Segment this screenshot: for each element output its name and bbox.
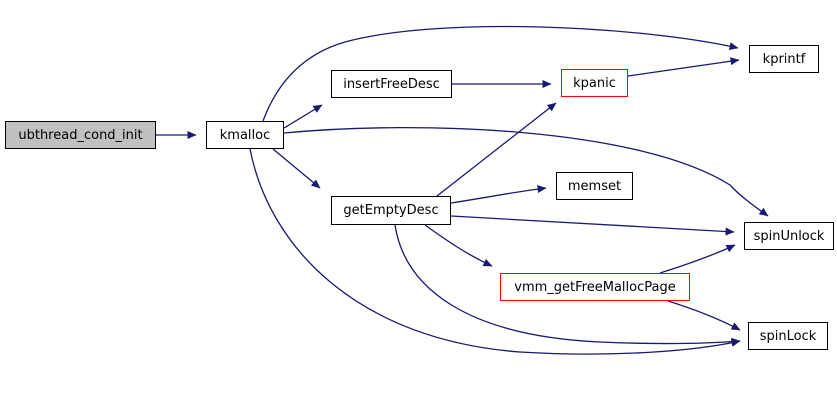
node-getEmptyDesc[interactable]: getEmptyDesc (331, 196, 451, 225)
node-spinUnlock[interactable]: spinUnlock (744, 222, 834, 250)
edge-getEmptyDesc-vmm_getFreeMallocPage (424, 224, 493, 267)
node-label: ubthread_cond_init (18, 127, 143, 143)
edge-vmm_getFreeMallocPage-spinUnlock (659, 244, 736, 274)
node-label: insertFreeDesc (343, 76, 440, 92)
node-memset[interactable]: memset (556, 172, 633, 200)
node-label: memset (567, 178, 622, 194)
edge-kmalloc-getEmptyDesc (272, 148, 321, 189)
node-label: kpanic (573, 75, 616, 91)
node-ubthread_cond_init[interactable]: ubthread_cond_init (5, 121, 156, 149)
edge-kmalloc-insertFreeDesc (283, 104, 323, 129)
edge-kpanic-kprintf (627, 57, 740, 77)
node-insertFreeDesc[interactable]: insertFreeDesc (331, 70, 452, 98)
node-spinLock[interactable]: spinLock (748, 322, 828, 350)
edge-getEmptyDesc-spinUnlock (450, 215, 735, 236)
node-label: spinLock (759, 328, 817, 344)
edge-getEmptyDesc-kpanic (436, 102, 557, 197)
node-label: vmm_getFreeMallocPage (514, 279, 676, 295)
node-label: spinUnlock (753, 228, 825, 244)
node-label: getEmptyDesc (343, 203, 439, 218)
node-kprintf[interactable]: kprintf (749, 45, 819, 73)
node-vmm_getFreeMallocPage[interactable]: vmm_getFreeMallocPage (500, 273, 690, 301)
node-kmalloc[interactable]: kmalloc (206, 121, 284, 149)
edge-getEmptyDesc-memset (450, 185, 547, 204)
edge-kmalloc-spinLock (249, 148, 741, 355)
node-label: kmalloc (219, 127, 271, 143)
edge-vmm_getFreeMallocPage-spinLock (667, 300, 741, 331)
node-kpanic[interactable]: kpanic (561, 69, 628, 97)
node-label: kprintf (762, 51, 806, 67)
